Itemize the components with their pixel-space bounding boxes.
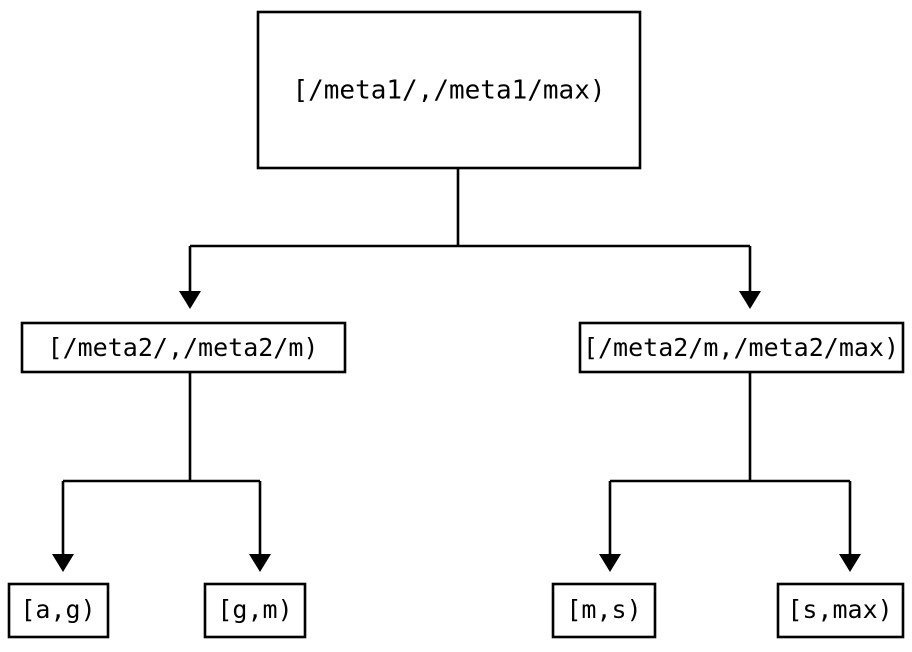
node-mid-right-label: [/meta2/m,/meta2/max) (583, 333, 899, 362)
node-leaf-s-max[interactable]: [s,max) (776, 582, 905, 639)
node-leaf-m-s-box[interactable] (551, 582, 657, 639)
arrowhead-down-icon-mid-right (739, 291, 761, 309)
node-leaf-m-s-label: [m,s) (566, 595, 641, 624)
node-mid-left-box[interactable] (20, 321, 347, 374)
node-leaf-a-g-box[interactable] (7, 582, 110, 639)
node-mid-left-label: [/meta2/,/meta2/m) (48, 333, 319, 362)
arrowhead-down-icon-leaf-g-m (249, 554, 271, 572)
node-mid-right[interactable]: [/meta2/m,/meta2/max) (578, 321, 905, 374)
arrowhead-down-icon-leaf-a-g (52, 554, 74, 572)
node-leaf-g-m[interactable]: [g,m) (203, 582, 307, 639)
node-leaf-g-m-label: [g,m) (217, 595, 292, 624)
arrowhead-group (52, 291, 861, 572)
arrowhead-down-icon-mid-left (179, 291, 201, 309)
arrowhead-down-icon-leaf-m-s (599, 554, 621, 572)
node-leaf-a-g-label: [a,g) (20, 595, 95, 624)
node-mid-left[interactable]: [/meta2/,/meta2/m) (20, 321, 347, 374)
node-leaf-a-g[interactable]: [a,g) (7, 582, 110, 639)
node-root-box[interactable] (256, 10, 642, 170)
node-leaf-g-m-box[interactable] (203, 582, 307, 639)
node-leaf-s-max-box[interactable] (776, 582, 905, 639)
node-mid-right-box[interactable] (578, 321, 905, 374)
edge-group (61, 168, 852, 554)
node-root-label: [/meta1/,/meta1/max) (292, 76, 605, 106)
arrowhead-down-icon-leaf-s-max (839, 554, 861, 572)
node-leaf-s-max-label: [s,max) (787, 595, 892, 624)
node-root[interactable]: [/meta1/,/meta1/max) (256, 10, 642, 170)
node-leaf-m-s[interactable]: [m,s) (551, 582, 657, 639)
